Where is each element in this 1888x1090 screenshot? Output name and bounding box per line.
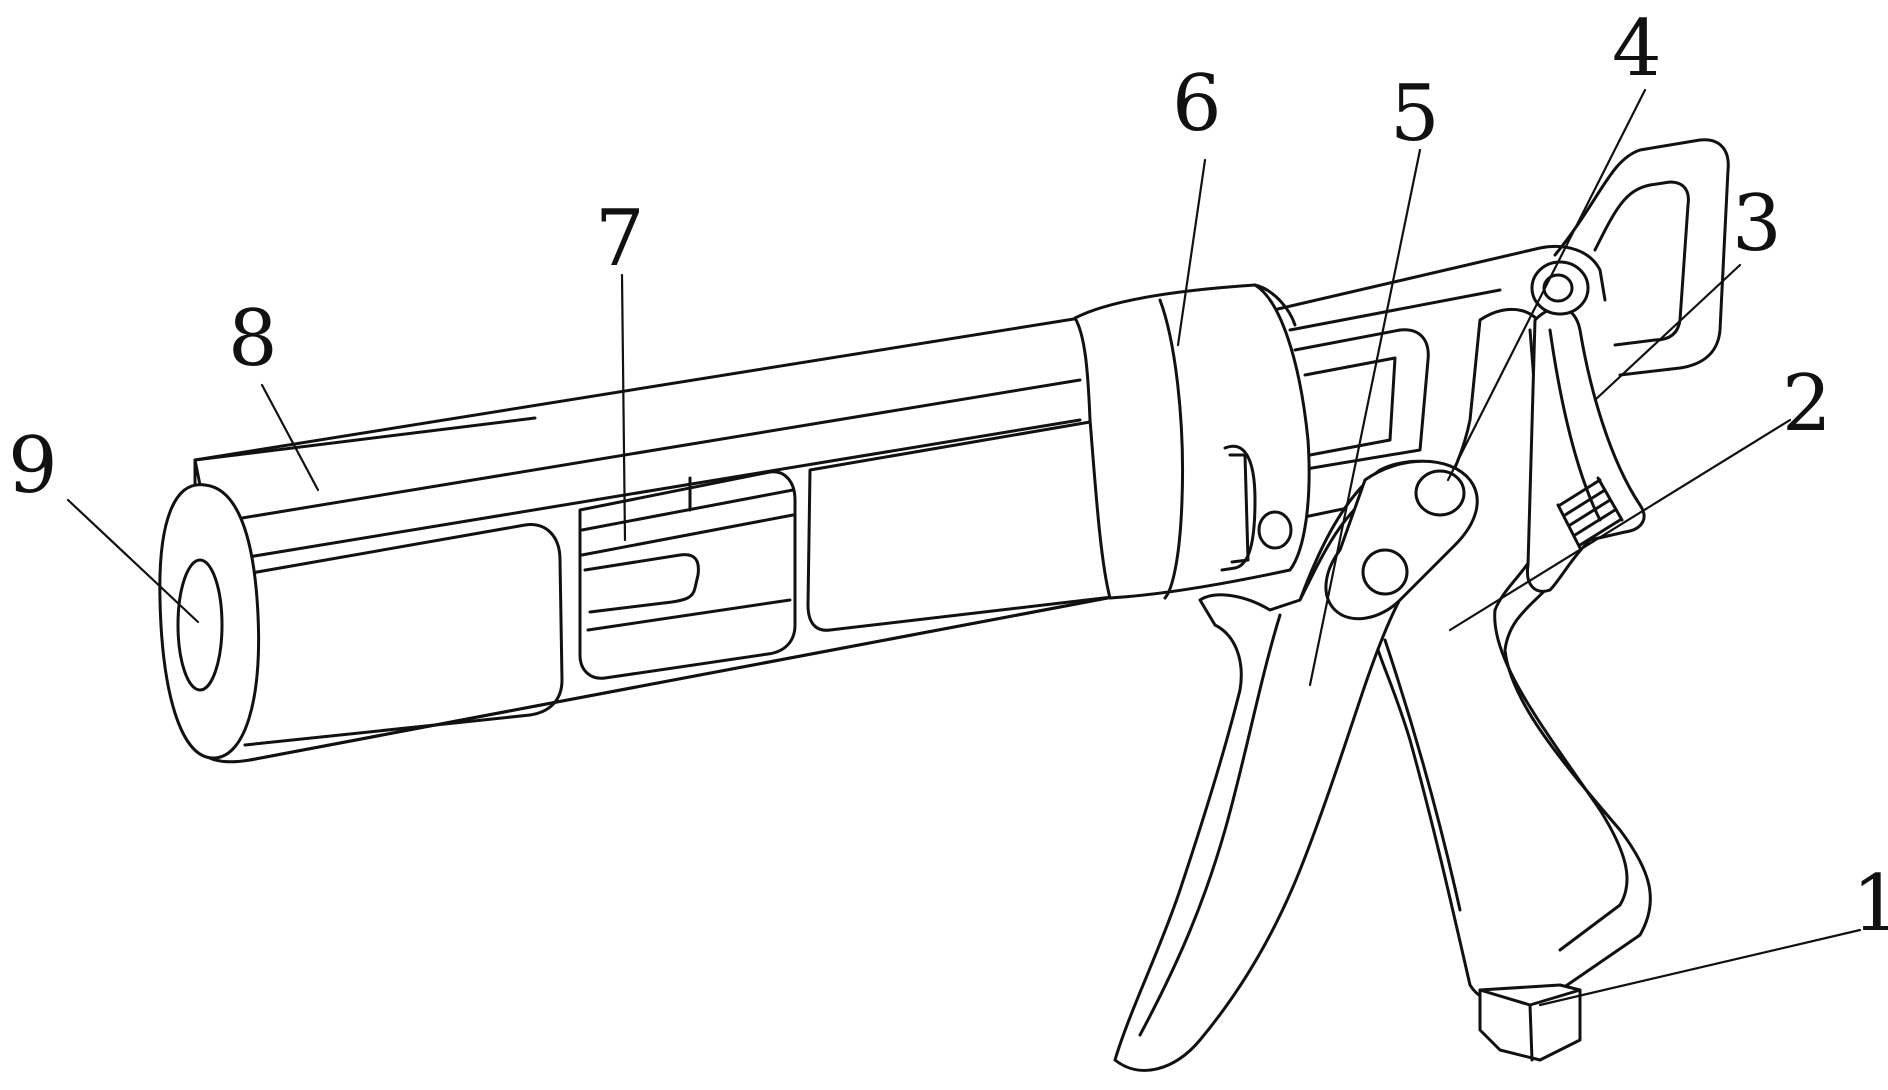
handle-foot: [1478, 983, 1582, 1062]
leader-9: [66, 498, 200, 624]
callout-2: 2: [1782, 359, 1832, 449]
callout-4: 4: [1612, 4, 1662, 94]
handle: [1373, 307, 1652, 1006]
leader-3: [1593, 263, 1742, 402]
callout-6: 6: [1172, 59, 1222, 149]
leader-2: [1448, 418, 1792, 632]
leader-lines: [66, 88, 1862, 1007]
link-plate: [1324, 459, 1479, 621]
callout-3: 3: [1732, 179, 1782, 269]
leader-7: [620, 273, 627, 542]
callout-5: 5: [1390, 69, 1440, 159]
leader-5: [1308, 148, 1422, 687]
rear-hook: [1553, 138, 1730, 377]
release-lever: [1525, 306, 1646, 593]
leader-1: [1538, 928, 1862, 1007]
coil-spring-icon: [1556, 476, 1624, 550]
leader-6: [1176, 158, 1207, 347]
callout-1: 1: [1852, 859, 1888, 949]
leader-4: [1446, 88, 1647, 482]
pivot-pins: [1530, 260, 1590, 316]
front-cap: [158, 483, 261, 760]
leader-8: [260, 383, 320, 492]
callout-labels: 1 2 3 4 5 6 7 8 9: [8, 4, 1888, 949]
callout-9: 9: [8, 421, 58, 511]
plunger-window: [578, 470, 797, 680]
callout-8: 8: [228, 294, 278, 384]
clamp-ring: [1073, 283, 1311, 600]
callout-7: 7: [595, 194, 645, 284]
